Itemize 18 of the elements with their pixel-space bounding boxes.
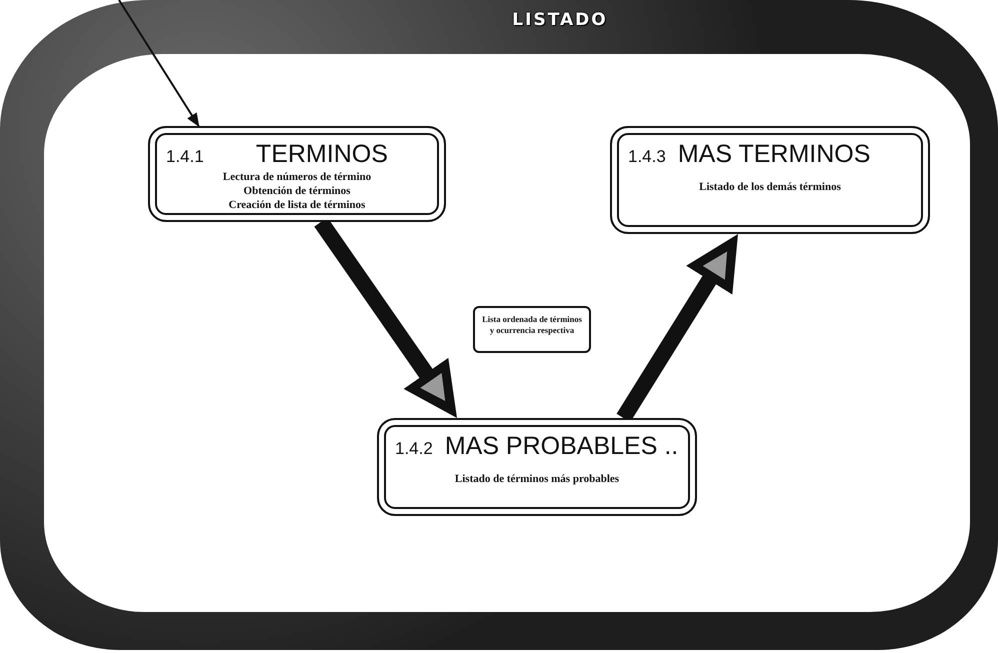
section-number: 1.4.2 <box>395 439 433 459</box>
process-box <box>148 126 446 222</box>
section-number: 1.4.3 <box>628 147 666 167</box>
note-text: Lista ordenada de términos y ocurrencia respectiva <box>481 314 583 336</box>
description-text: Obtención de términos <box>244 184 350 198</box>
process-box <box>610 126 930 234</box>
description-text: Listado de los demás términos <box>699 181 841 195</box>
process-box <box>377 418 697 516</box>
description-text: Creación de lista de términos <box>228 198 366 212</box>
section-title: MAS TERMINOS <box>678 140 870 169</box>
description-text: Listado de términos más probables <box>454 473 620 487</box>
section-title: TERMINOS <box>254 140 389 169</box>
arrow <box>118 0 200 128</box>
frame-title: LISTADO <box>511 10 609 30</box>
section-number: 1.4.1 <box>166 147 204 167</box>
description-text: Lectura de números de término <box>222 171 372 185</box>
section-title: MAS PROBABLES .. <box>444 432 678 461</box>
note-box <box>473 306 591 353</box>
